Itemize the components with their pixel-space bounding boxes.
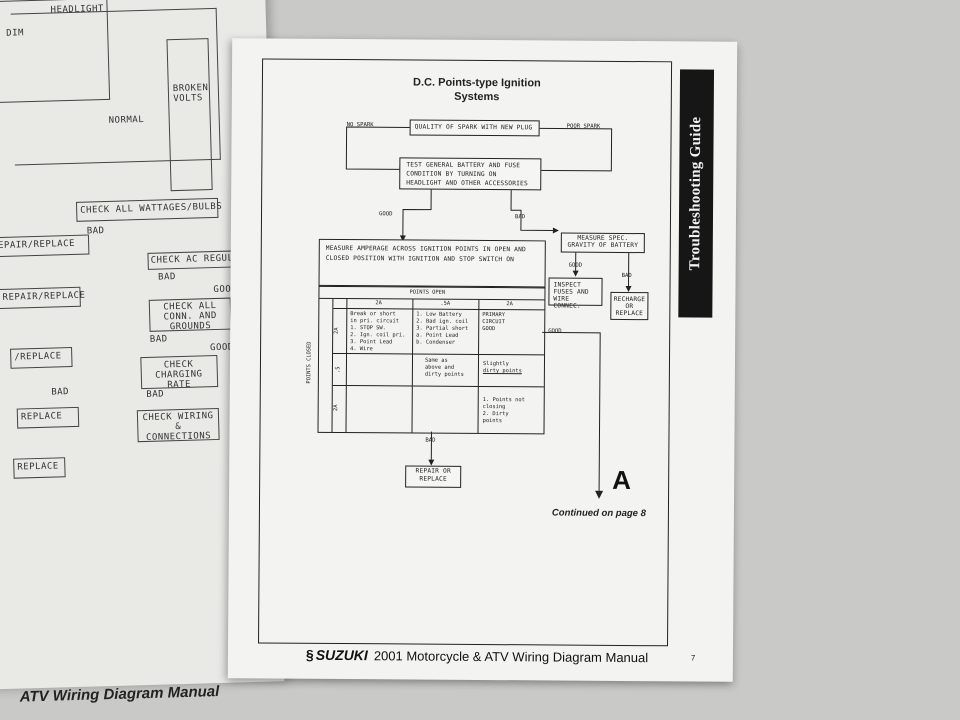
label-good-1: GOOD (378, 211, 393, 218)
arrowhead (399, 235, 406, 242)
lp-label-conn: CHECK ALL CONN. AND GROUNDS (163, 300, 217, 333)
box-repair-text: REPAIR OR REPLACE (415, 467, 451, 483)
continued-note: Continued on page 8 (551, 507, 646, 520)
box-repair: REPAIR OR REPLACE (405, 465, 462, 488)
row-header: 2A (333, 327, 340, 335)
lp-label-repair4: REPLACE (20, 411, 63, 423)
box-spark-quality: QUALITY OF SPARK WITH NEW PLUG (409, 119, 540, 137)
footer-title: 2001 Motorcycle & ATV Wiring Diagram Man… (373, 648, 649, 666)
label-bad-2: BAD (621, 272, 632, 280)
lp-label-dim: DIM (6, 28, 25, 39)
lp-label-bad4: BAD (146, 389, 165, 400)
cell-r2c3: Slightly dirty points (478, 354, 545, 388)
arrowhead (572, 270, 579, 277)
lp-label-repair3: /REPLACE (14, 351, 62, 363)
box-recharge-text: RECHARGE OR REPLACE (613, 295, 646, 318)
label-no-spark: NO SPARK (346, 122, 374, 129)
lp-label-charging: CHECK CHARGING RATE (155, 359, 203, 391)
row-header-cell: 2A (332, 385, 347, 433)
label-bad-3: BAD (425, 437, 436, 444)
box-measure-gravity: MEASURE SPEC. GRAVITY OF BATTERY (560, 232, 645, 254)
cell-r2c1 (346, 354, 414, 387)
page-footer: §SUZUKI 2001 Motorcycle & ATV Wiring Diag… (306, 647, 648, 665)
left-page-footer: ATV Wiring Diagram Manual (19, 683, 220, 706)
box-measure-amp-text: MEASURE AMPERAGE ACROSS IGNITION POINTS … (325, 244, 526, 264)
col-header: 2A (375, 300, 382, 307)
lp-label-replace: REPLACE (17, 461, 59, 473)
suzuki-logo-icon: § (305, 646, 314, 663)
cell-r3c2 (412, 386, 479, 433)
lp-label-wiring: CHECK WIRING & CONNECTIONS (142, 411, 214, 443)
connector-good-out (542, 331, 601, 491)
cell-r1c2: 1. Low Battery 2. Bad ign. coil 3. Parti… (413, 309, 480, 355)
col-header-cell: 2A (479, 299, 545, 311)
points-closed-header: POINTS CLOSED (306, 341, 313, 384)
arrowhead (552, 227, 559, 234)
arrowhead (595, 490, 604, 499)
points-open-header: POINTS OPEN (409, 289, 446, 296)
arrowhead (428, 459, 435, 466)
lp-box-volts (166, 38, 213, 192)
page-number: 7 (690, 653, 696, 663)
cell-r3c3: 1. Points not closing 2. Dirty points (478, 387, 543, 433)
row-header: .5 (335, 366, 342, 374)
box-recharge: RECHARGE OR REPLACE (610, 291, 649, 321)
label-good-out: GOOD (548, 328, 562, 335)
label-good-2: GOOD (568, 262, 583, 269)
lp-label-bad5: BAD (51, 387, 70, 398)
row-header-cell: 2A (333, 308, 348, 355)
label-bad-1: BAD (514, 214, 526, 221)
cell-r2c2: Same as above and dirty points (412, 354, 480, 387)
flowchart-connectors (345, 126, 632, 499)
right-page: Troubleshooting Guide D.C. Points-type I… (227, 38, 738, 682)
connector-poor-spark (531, 127, 613, 172)
box-test-battery: TEST GENERAL BATTERY AND FUSE CONDITION … (399, 157, 542, 191)
col-header: 2A (506, 301, 513, 308)
points-table: POINTS OPEN POINTS CLOSED 2A .5A 2A 2A B… (306, 284, 546, 435)
cell-r2c3-line: dirty points (482, 368, 522, 375)
connector-bad (510, 188, 553, 231)
cell-r2c2-line: dirty points (424, 371, 464, 378)
row-header: 2A (333, 404, 340, 412)
lp-label-volts: BROKEN VOLTS (172, 83, 209, 105)
brand-name: SUZUKI (315, 646, 368, 664)
col-header-cell: 2A (347, 299, 414, 310)
connector-good (402, 187, 432, 236)
lp-label-normal: NORMAL (108, 114, 145, 126)
cell-r1c1: Break or short in pri. circuit 1. STOP S… (347, 309, 414, 355)
cell-r1c1-line: 4. Wire (350, 346, 373, 353)
box-inspect-fuses: INSPECT FUSES AND WIRE CONNEC. (548, 277, 603, 310)
box-test-battery-text: TEST GENERAL BATTERY AND FUSE CONDITION … (406, 161, 528, 188)
col-header-cell: .5A (413, 299, 480, 310)
corner-cell (333, 298, 348, 310)
cell-r1c2-line: b. Condenser (416, 339, 456, 346)
points-closed-header-cell: POINTS CLOSED (306, 298, 334, 432)
arrowhead (625, 285, 632, 293)
box-measure-gravity-text: MEASURE SPEC. GRAVITY OF BATTERY (567, 234, 639, 250)
lp-label-bad3: BAD (149, 334, 168, 345)
row-header-cell: .5 (332, 353, 348, 387)
connector-no-spark (345, 126, 410, 170)
lp-label-bad2: BAD (157, 272, 177, 283)
cell-r3c3-line: points (482, 418, 503, 425)
box-spark-quality-text: QUALITY OF SPARK WITH NEW PLUG (414, 123, 533, 132)
cell-r1c3: PRIMARY CIRCUIT GOOD (479, 309, 545, 356)
lp-label-bad1: BAD (86, 226, 105, 237)
cell-r3c1 (346, 386, 413, 433)
continue-marker: A (612, 464, 632, 496)
col-header: .5A (440, 300, 451, 307)
box-inspect-fuses-text: INSPECT FUSES AND WIRE CONNEC. (553, 281, 589, 310)
box-measure-amp: MEASURE AMPERAGE ACROSS IGNITION POINTS … (318, 238, 546, 289)
cell-r1c3-line: GOOD (482, 325, 496, 333)
label-poor-spark: POOR SPARK (566, 123, 601, 130)
